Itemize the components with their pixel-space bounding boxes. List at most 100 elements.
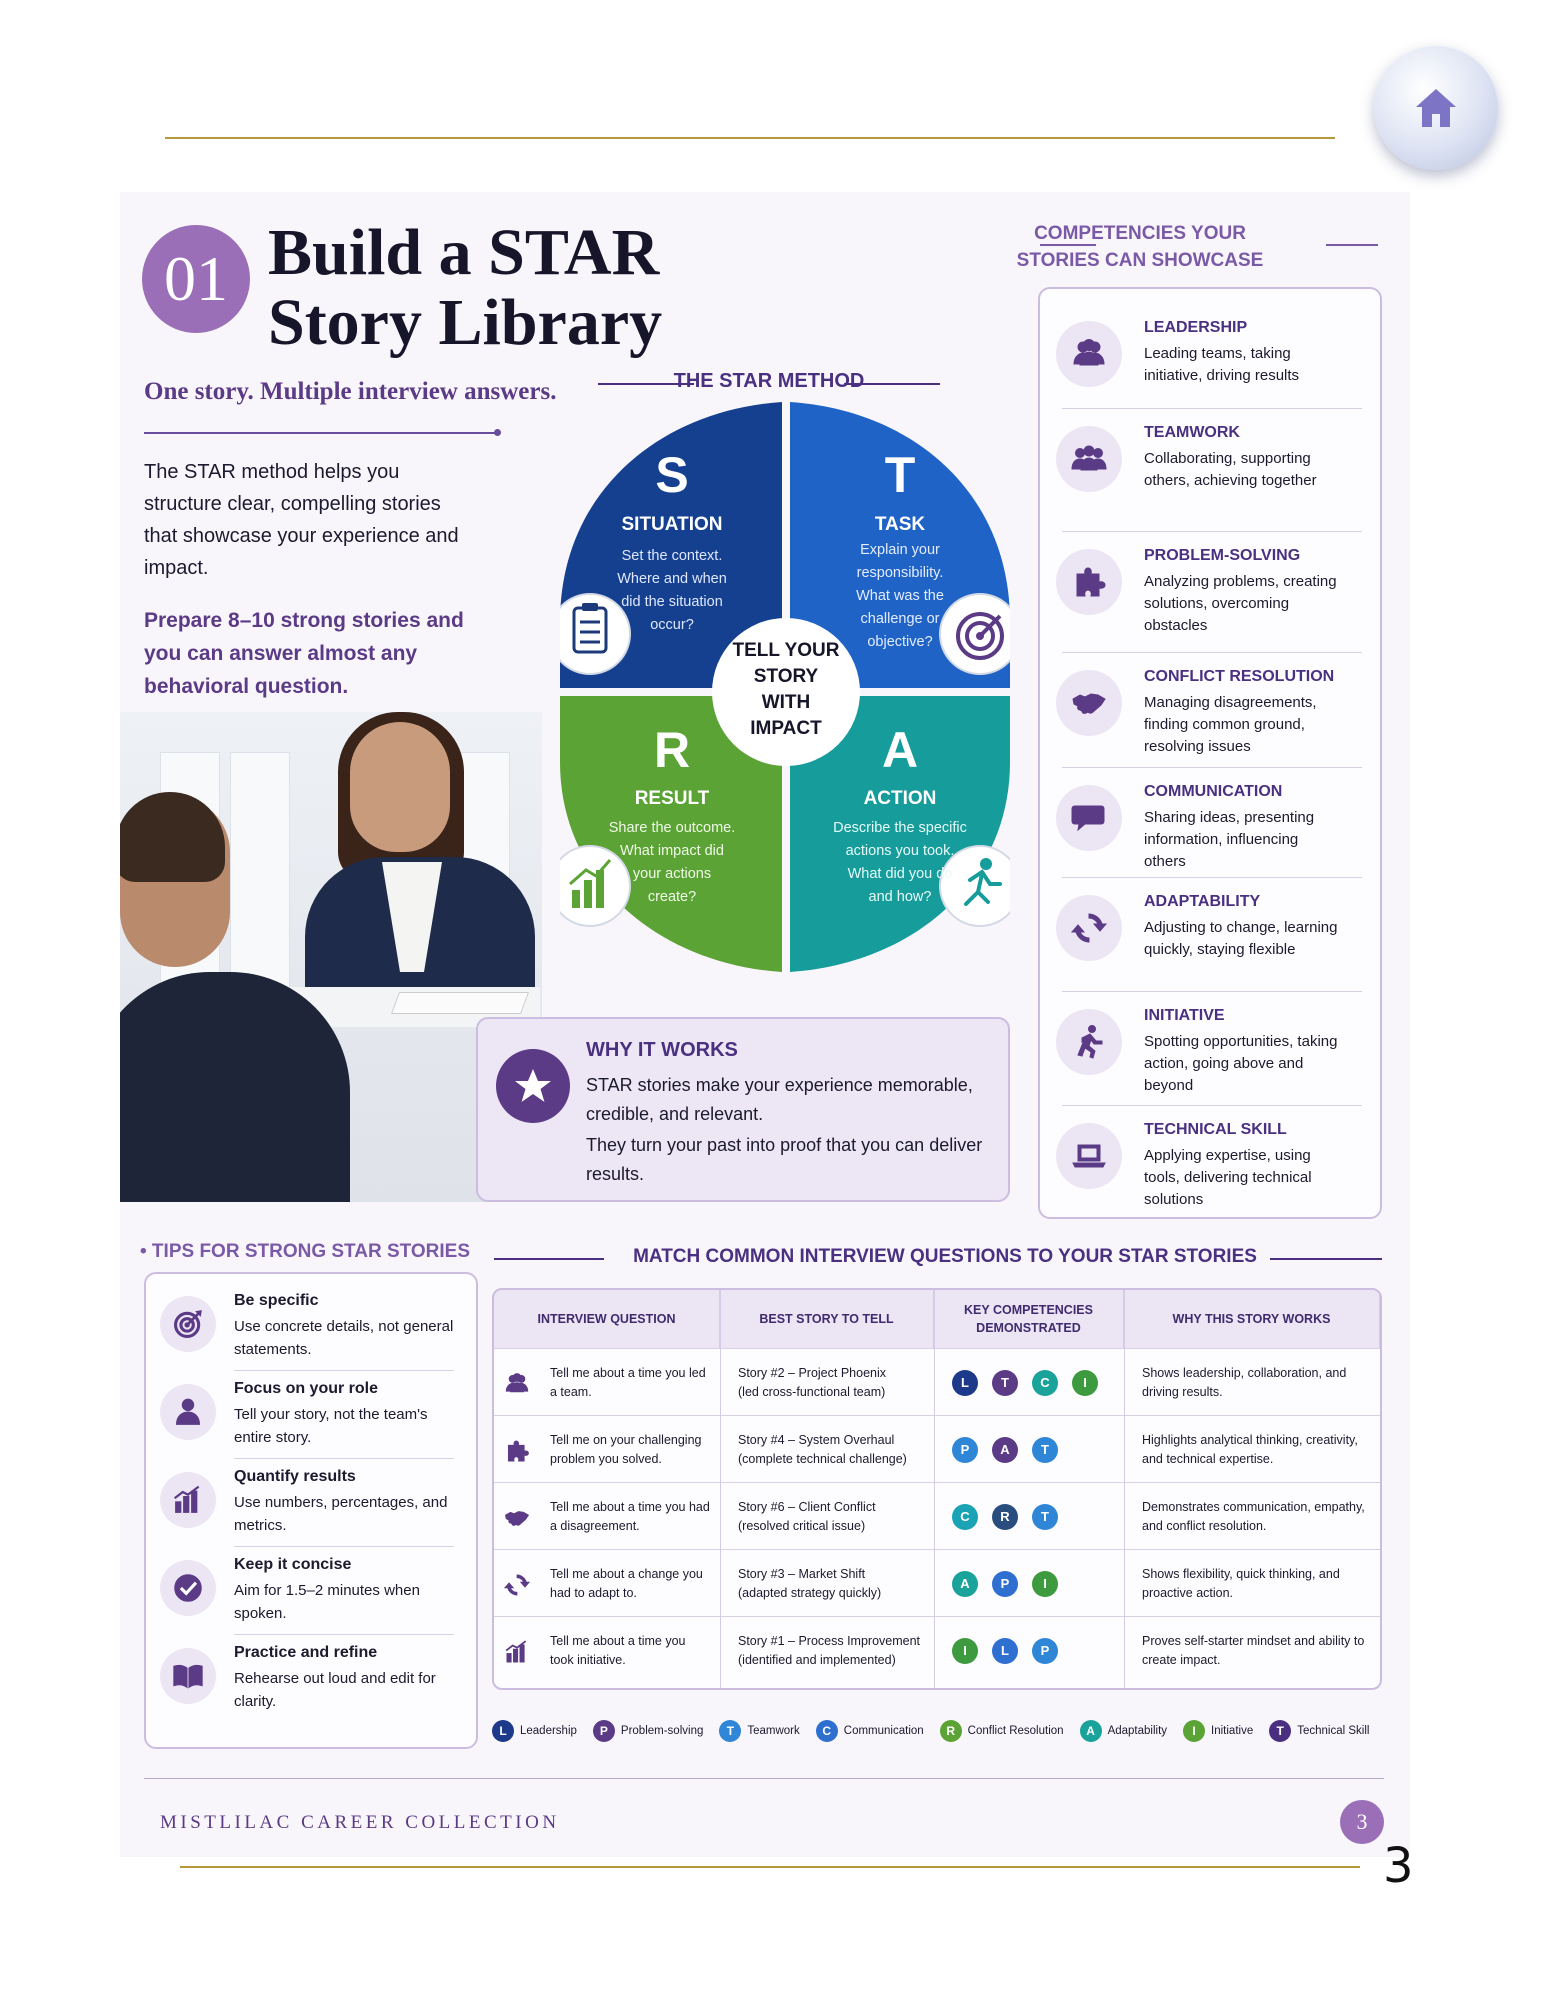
tip-icon (160, 1384, 216, 1440)
story-subtitle: (complete technical challenge) (738, 1451, 907, 1466)
clipboard-icon (560, 593, 631, 675)
competency-dot: T (1032, 1503, 1058, 1530)
quadrant-3-line: What did you do (848, 866, 953, 882)
row-icon (502, 1503, 532, 1533)
competency-divider (1062, 652, 1362, 653)
story-subtitle: (led cross-functional team) (738, 1384, 886, 1399)
tip-title: Be specific (234, 1292, 319, 1309)
home-button[interactable] (1374, 46, 1498, 170)
competency-divider (1062, 1105, 1362, 1106)
check-icon (174, 1574, 202, 1602)
competencies-heading: COMPETENCIES YOUR STORIES CAN SHOWCASE (940, 220, 1340, 274)
competency-icon (1056, 549, 1122, 615)
story-title: Story #2 – Project Phoenix (738, 1365, 886, 1380)
question-cell: Tell me on your challenging problem you … (550, 1432, 702, 1466)
tip-title: Practice and refine (234, 1644, 378, 1661)
tip-icon (160, 1648, 216, 1704)
row-icon (502, 1436, 532, 1466)
why-cell: Shows flexibility, quick thinking, and p… (1142, 1566, 1340, 1600)
person-icon (175, 1398, 201, 1425)
competency-dot: A (952, 1570, 978, 1597)
legend-label: Communication (843, 1725, 924, 1737)
subtitle-rule (144, 429, 501, 436)
tip-icon (160, 1296, 216, 1352)
tip-divider (234, 1634, 454, 1635)
quadrant-2-line: What impact did (620, 843, 724, 859)
why-text: STAR stories make your experience memora… (586, 1071, 996, 1189)
quadrant-2-line: create? (648, 889, 696, 905)
table-row: Tell me about a time you took initiative… (494, 1616, 1380, 1683)
table-header-cell: INTERVIEW QUESTION (494, 1290, 720, 1348)
competency-dot: C (952, 1503, 978, 1530)
letter-a: A (882, 722, 918, 778)
page-number: 3 (1383, 1838, 1414, 1894)
tip-text: Use numbers, percentages, and metrics. (234, 1494, 448, 1534)
competency-divider (1062, 991, 1362, 992)
quadrant-2-line: Share the outcome. (609, 820, 736, 836)
puzzle-icon (1076, 567, 1106, 597)
prepare-callout: Prepare 8–10 strong stories and you can … (144, 609, 464, 698)
competency-icon (1056, 1009, 1122, 1075)
cycle-icon (504, 1574, 530, 1596)
competency-desc: Analyzing problems, creating solutions, … (1144, 573, 1337, 634)
tip-title: Keep it concise (234, 1556, 352, 1573)
competency-name: CONFLICT RESOLUTION (1144, 668, 1335, 685)
competency-dot: R (992, 1503, 1018, 1530)
competency-name: ADAPTABILITY (1144, 893, 1261, 910)
competency-dot: I (1072, 1369, 1098, 1396)
competency-name: TEAMWORK (1144, 424, 1240, 441)
match-line-right (1270, 1258, 1382, 1260)
table-header-cell: KEY COMPETENCIES DEMONSTRATED (934, 1290, 1124, 1348)
quadrant-3-line: Describe the specific (833, 820, 967, 836)
question-cell: Tell me about a time you had a disagreem… (550, 1499, 710, 1533)
handshake-icon (505, 1511, 530, 1526)
competency-desc: Spotting opportunities, taking action, g… (1144, 1033, 1338, 1094)
quadrant-1-line: What was the (856, 588, 944, 604)
competency-dot: L (992, 1637, 1018, 1664)
competency-dot: T (1032, 1436, 1058, 1463)
label-action: ACTION (864, 788, 937, 809)
story-title: Story #4 – System Overhaul (738, 1432, 895, 1447)
table-header-cell: BEST STORY TO TELL (720, 1290, 934, 1348)
puzzle-icon (507, 1440, 529, 1462)
legend-dot: I (1183, 1720, 1206, 1742)
comp-heading-2: STORIES CAN SHOWCASE (1016, 250, 1264, 271)
quadrant-2-line: your actions (633, 866, 711, 882)
star-label-line-right (844, 383, 940, 385)
tip-icon (160, 1560, 216, 1616)
people-icon (1073, 339, 1105, 366)
competency-name: INITIATIVE (1144, 1007, 1225, 1024)
infographic-card: 01 Build a STAR Story Library One story.… (120, 192, 1410, 1857)
letter-r: R (654, 722, 690, 778)
competency-icon (1056, 895, 1122, 961)
legend-dot: T (719, 1720, 742, 1742)
page-title: Build a STAR Story Library (268, 218, 662, 358)
row-icon (502, 1570, 532, 1600)
footer-page-number: 3 (1340, 1800, 1384, 1844)
legend-dot: T (1269, 1720, 1292, 1742)
quadrant-3-line: and how? (869, 889, 932, 905)
why-cell: Shows leadership, collaboration, and dri… (1142, 1365, 1347, 1399)
quadrant-0-line: did the situation (621, 594, 723, 610)
table-column-divider (720, 1290, 721, 1688)
bar-chart-icon (560, 845, 631, 927)
comp-head-line-left (1040, 244, 1096, 246)
competency-icon (1056, 785, 1122, 851)
quadrant-0-line: Set the context. (622, 548, 723, 564)
tip-text: Tell your story, not the team's entire s… (234, 1406, 428, 1446)
why-cell: Proves self-starter mindset and ability … (1142, 1633, 1365, 1667)
legend-dot: P (592, 1720, 615, 1742)
team-icon (1071, 445, 1107, 471)
row-icon (502, 1369, 532, 1399)
star-center-line: WITH (762, 692, 811, 713)
section-number-badge: 01 (142, 225, 250, 333)
home-icon (1416, 89, 1456, 127)
competency-desc: Sharing ideas, presenting information, i… (1144, 809, 1315, 870)
